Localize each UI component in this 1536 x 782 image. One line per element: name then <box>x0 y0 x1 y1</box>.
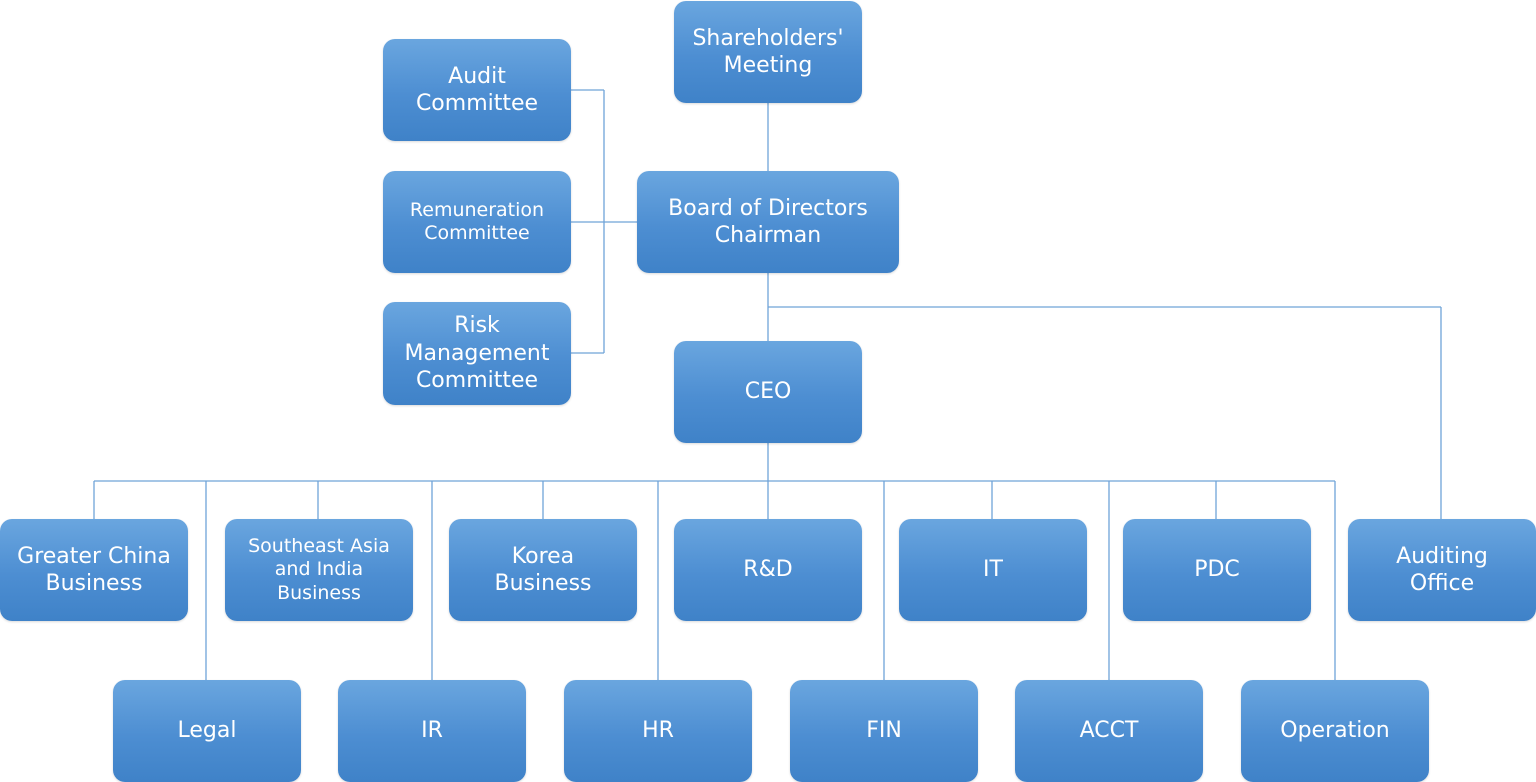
node-greater-china-business[interactable]: Greater China Business <box>0 519 188 621</box>
node-board-of-directors[interactable]: Board of Directors Chairman <box>637 171 899 273</box>
node-rd[interactable]: R&D <box>674 519 862 621</box>
node-label: IT <box>983 557 1003 583</box>
node-label: R&D <box>743 557 793 583</box>
node-korea-business[interactable]: Korea Business <box>449 519 637 621</box>
node-label: Southeast Asia and India Business <box>248 535 390 604</box>
node-label: PDC <box>1194 557 1240 583</box>
node-southeast-asia-india-business[interactable]: Southeast Asia and India Business <box>225 519 413 621</box>
node-label: Shareholders' Meeting <box>692 25 844 79</box>
node-acct[interactable]: ACCT <box>1015 680 1203 782</box>
node-fin[interactable]: FIN <box>790 680 978 782</box>
node-label: CEO <box>744 379 792 405</box>
node-audit-committee[interactable]: Audit Committee <box>383 39 571 141</box>
node-label: Korea Business <box>494 543 592 597</box>
node-pdc[interactable]: PDC <box>1123 519 1311 621</box>
node-label: FIN <box>866 718 902 744</box>
node-label: Remuneration Committee <box>409 198 545 244</box>
node-legal[interactable]: Legal <box>113 680 301 782</box>
node-ir[interactable]: IR <box>338 680 526 782</box>
node-hr[interactable]: HR <box>564 680 752 782</box>
node-operation[interactable]: Operation <box>1241 680 1429 782</box>
node-risk-management-committee[interactable]: Risk Management Committee <box>383 302 571 405</box>
node-label: ACCT <box>1079 718 1139 744</box>
node-ceo[interactable]: CEO <box>674 341 862 443</box>
node-label: Legal <box>177 718 237 744</box>
node-label: Board of Directors Chairman <box>668 195 868 249</box>
node-label: HR <box>642 718 674 744</box>
node-label: Greater China Business <box>17 543 171 597</box>
node-it[interactable]: IT <box>899 519 1087 621</box>
node-remuneration-committee[interactable]: Remuneration Committee <box>383 171 571 273</box>
node-label: Audit Committee <box>415 63 539 117</box>
node-shareholders-meeting[interactable]: Shareholders' Meeting <box>674 1 862 103</box>
node-label: Risk Management Committee <box>404 313 550 394</box>
node-label: Operation <box>1280 718 1390 744</box>
node-auditing-office[interactable]: Auditing Office <box>1348 519 1536 621</box>
node-label: IR <box>421 718 443 744</box>
node-label: Auditing Office <box>1396 543 1488 597</box>
